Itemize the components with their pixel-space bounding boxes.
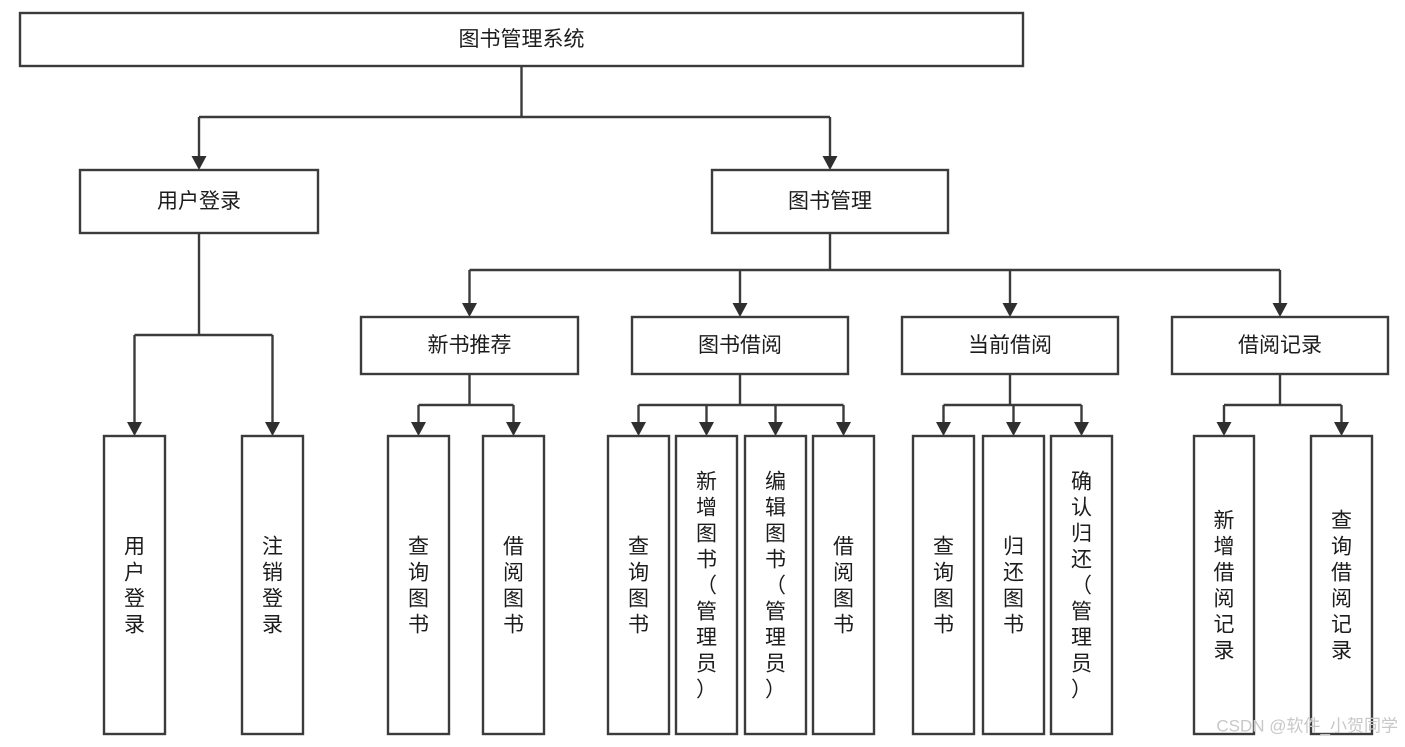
current-borrow-to-leaf-return-book-arrowhead bbox=[1006, 422, 1021, 436]
node-borrow-record[interactable]: 借阅记录 bbox=[1170, 315, 1390, 376]
node-book-borrow[interactable]: 图书借阅 bbox=[630, 315, 850, 376]
node-leaf-return-book-box bbox=[981, 434, 1046, 736]
new-book-recommend-to-leaf-borrow-book-1-arrowhead bbox=[506, 422, 521, 436]
node-leaf-query-book-3-box bbox=[911, 434, 976, 736]
node-leaf-add-book-box bbox=[674, 434, 739, 736]
node-leaf-user-login-box bbox=[102, 434, 167, 736]
node-leaf-add-record-label: 新增借阅记录 bbox=[1214, 509, 1235, 662]
node-leaf-query-record[interactable]: 查询借阅记录 bbox=[1309, 434, 1374, 736]
node-leaf-confirm-return-label: 确认归还（管理员） bbox=[1071, 470, 1092, 701]
node-leaf-edit-book-box bbox=[743, 434, 808, 736]
node-leaf-borrow-book-2-label: 借阅图书 bbox=[833, 535, 854, 636]
node-leaf-borrow-book-2[interactable]: 借阅图书 bbox=[811, 434, 876, 736]
node-leaf-add-record-box bbox=[1192, 434, 1256, 736]
root-to-book-manage-arrowhead bbox=[822, 156, 838, 170]
node-leaf-query-book-3[interactable]: 查询图书 bbox=[911, 434, 976, 736]
node-current-borrow[interactable]: 当前借阅 bbox=[900, 315, 1120, 376]
node-book-borrow-label: 图书借阅 bbox=[698, 334, 782, 357]
node-leaf-borrow-book-1-box bbox=[481, 434, 546, 736]
node-leaf-user-logout-box bbox=[240, 434, 305, 736]
node-leaf-user-login-label: 用户登录 bbox=[124, 535, 145, 636]
node-user-login[interactable]: 用户登录 bbox=[78, 168, 320, 235]
new-book-recommend-to-leaf-query-book-1-arrowhead bbox=[411, 422, 426, 436]
node-leaf-user-logout-label: 注销登录 bbox=[262, 535, 283, 636]
node-leaf-return-book-label: 归还图书 bbox=[1003, 535, 1024, 636]
node-leaf-query-record-box bbox=[1309, 434, 1374, 736]
node-leaf-confirm-return[interactable]: 确认归还（管理员） bbox=[1049, 434, 1114, 736]
user-login-to-leaf-user-login-arrowhead bbox=[127, 422, 142, 436]
node-borrow-record-box bbox=[1170, 315, 1390, 376]
node-leaf-query-record-label: 查询借阅记录 bbox=[1331, 509, 1352, 662]
connectors-layer bbox=[127, 66, 1349, 436]
node-leaf-query-book-2-box bbox=[606, 434, 671, 736]
node-leaf-add-book-label: 新增图书（管理员） bbox=[696, 470, 717, 701]
node-leaf-borrow-book-1[interactable]: 借阅图书 bbox=[481, 434, 546, 736]
current-borrow-to-leaf-query-book-3-arrowhead bbox=[936, 422, 951, 436]
user-login-to-leaf-user-logout-arrowhead bbox=[265, 422, 280, 436]
node-leaf-confirm-return-box bbox=[1049, 434, 1114, 736]
book-manage-to-new-book-recommend-arrowhead bbox=[462, 303, 477, 317]
node-leaf-query-book-1-label: 查询图书 bbox=[408, 535, 429, 636]
node-book-manage-label: 图书管理 bbox=[788, 190, 872, 213]
node-user-login-box bbox=[78, 168, 320, 235]
node-root-system-label: 图书管理系统 bbox=[459, 28, 585, 51]
node-user-login-label: 用户登录 bbox=[157, 190, 241, 213]
node-current-borrow-label: 当前借阅 bbox=[968, 334, 1052, 357]
node-leaf-query-book-2-label: 查询图书 bbox=[628, 535, 649, 636]
current-borrow-to-leaf-confirm-return-arrowhead bbox=[1074, 422, 1089, 436]
node-new-book-recommend-label: 新书推荐 bbox=[428, 334, 512, 357]
node-leaf-user-login[interactable]: 用户登录 bbox=[102, 434, 167, 736]
node-root-system-box bbox=[18, 11, 1025, 68]
node-leaf-edit-book-label: 编辑图书（管理员） bbox=[765, 470, 786, 701]
node-leaf-borrow-book-2-box bbox=[811, 434, 876, 736]
node-leaf-add-book[interactable]: 新增图书（管理员） bbox=[674, 434, 739, 736]
node-leaf-user-logout[interactable]: 注销登录 bbox=[240, 434, 305, 736]
book-manage-to-book-borrow-arrowhead bbox=[732, 303, 748, 317]
book-manage-to-borrow-record-arrowhead bbox=[1272, 303, 1288, 317]
node-new-book-recommend[interactable]: 新书推荐 bbox=[359, 315, 580, 376]
node-root-system[interactable]: 图书管理系统 bbox=[18, 11, 1025, 68]
book-borrow-to-leaf-add-book-arrowhead bbox=[699, 422, 714, 436]
node-book-borrow-box bbox=[630, 315, 850, 376]
node-book-manage[interactable]: 图书管理 bbox=[710, 168, 950, 235]
node-leaf-query-book-1-box bbox=[386, 434, 451, 736]
node-borrow-record-label: 借阅记录 bbox=[1238, 334, 1322, 357]
node-leaf-query-book-1[interactable]: 查询图书 bbox=[386, 434, 451, 736]
node-leaf-edit-book[interactable]: 编辑图书（管理员） bbox=[743, 434, 808, 736]
book-manage-to-current-borrow-arrowhead bbox=[1002, 303, 1018, 317]
node-leaf-return-book[interactable]: 归还图书 bbox=[981, 434, 1046, 736]
book-borrow-to-leaf-edit-book-arrowhead bbox=[768, 422, 783, 436]
node-new-book-recommend-box bbox=[359, 315, 580, 376]
node-leaf-borrow-book-1-label: 借阅图书 bbox=[503, 535, 524, 636]
borrow-record-to-leaf-add-record-arrowhead bbox=[1216, 422, 1232, 436]
node-leaf-query-book-2[interactable]: 查询图书 bbox=[606, 434, 671, 736]
node-current-borrow-box bbox=[900, 315, 1120, 376]
root-to-user-login-arrowhead bbox=[191, 156, 207, 170]
node-leaf-add-record[interactable]: 新增借阅记录 bbox=[1192, 434, 1256, 736]
node-leaf-query-book-3-label: 查询图书 bbox=[933, 535, 954, 636]
book-borrow-to-leaf-query-book-2-arrowhead bbox=[631, 422, 646, 436]
book-borrow-to-leaf-borrow-book-2-arrowhead bbox=[836, 422, 851, 436]
borrow-record-to-leaf-query-record-arrowhead bbox=[1334, 422, 1349, 436]
nodes-layer: 图书管理系统用户登录图书管理新书推荐图书借阅当前借阅借阅记录用户登录注销登录查询… bbox=[18, 11, 1390, 736]
csdn-watermark: CSDN @软件_小贺同学 bbox=[1216, 716, 1398, 735]
node-book-manage-box bbox=[710, 168, 950, 235]
